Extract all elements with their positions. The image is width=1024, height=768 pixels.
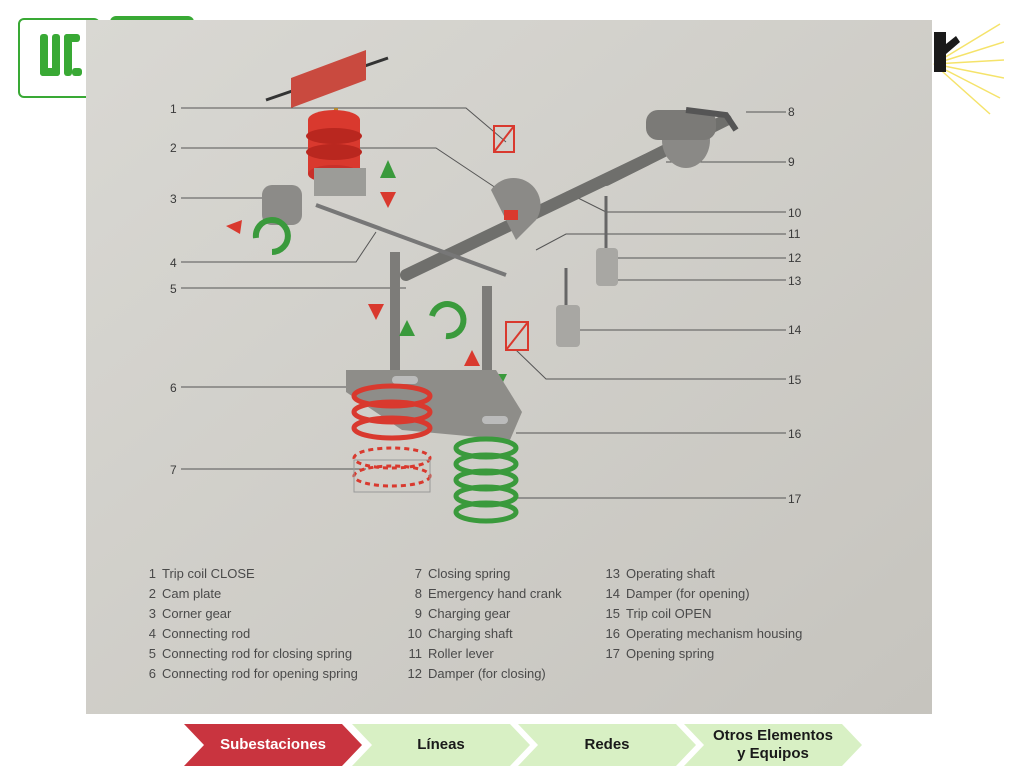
callout-7: 7: [170, 463, 177, 477]
callout-8: 8: [788, 105, 795, 119]
nav-label: Líneas: [417, 736, 465, 753]
nav-label-line-2: y Equipos: [737, 745, 809, 762]
callout-15: 15: [788, 373, 802, 387]
callout-1: 1: [170, 102, 177, 116]
callout-14: 14: [788, 323, 802, 337]
nav-chevron-shape: [184, 724, 362, 766]
callout-4: 4: [170, 256, 177, 270]
opening-spring-shape: [453, 436, 519, 524]
nav-chevron-shape: [684, 724, 862, 766]
callout-leader-lines: [181, 107, 786, 499]
nav-item-subestaciones[interactable]: Subestaciones: [184, 722, 364, 768]
nav-chevron-shape: [518, 724, 696, 766]
callout-3: 3: [170, 192, 177, 206]
nav-chevron-shape: [352, 724, 530, 766]
uis-logo-icon: [40, 34, 82, 76]
nav-item-redes[interactable]: Redes: [518, 722, 698, 768]
mechanism-illustration: [86, 20, 932, 714]
nav-label: Otros Elementos y Equipos: [698, 722, 848, 768]
callout-6: 6: [170, 381, 177, 395]
callout-12: 12: [788, 251, 802, 265]
callout-16: 16: [788, 427, 802, 441]
callout-9: 9: [788, 155, 795, 169]
callout-13: 13: [788, 274, 802, 288]
trip-coil-close-shape: [306, 110, 366, 196]
nav-label: Redes: [584, 736, 630, 753]
callout-2: 2: [170, 141, 177, 155]
nav-item-lineas[interactable]: Líneas: [352, 722, 532, 768]
callout-5: 5: [170, 282, 177, 296]
closing-spring-shape: [351, 383, 433, 493]
circuit-breaker-mechanism-diagram: 1 2 3 4 5 6 7 8 9 10 11 12 13 14 15 16 1…: [86, 20, 932, 714]
nav-label-line-1: Otros Elementos: [712, 727, 834, 744]
sunburst-icon: [933, 23, 1004, 115]
callout-17: 17: [788, 492, 802, 506]
callout-10: 10: [788, 206, 802, 220]
nav-item-otros-elementos[interactable]: Otros Elementos y Equipos: [684, 722, 864, 768]
callout-11: 11: [788, 227, 801, 241]
nav-label: Subestaciones: [220, 736, 326, 753]
